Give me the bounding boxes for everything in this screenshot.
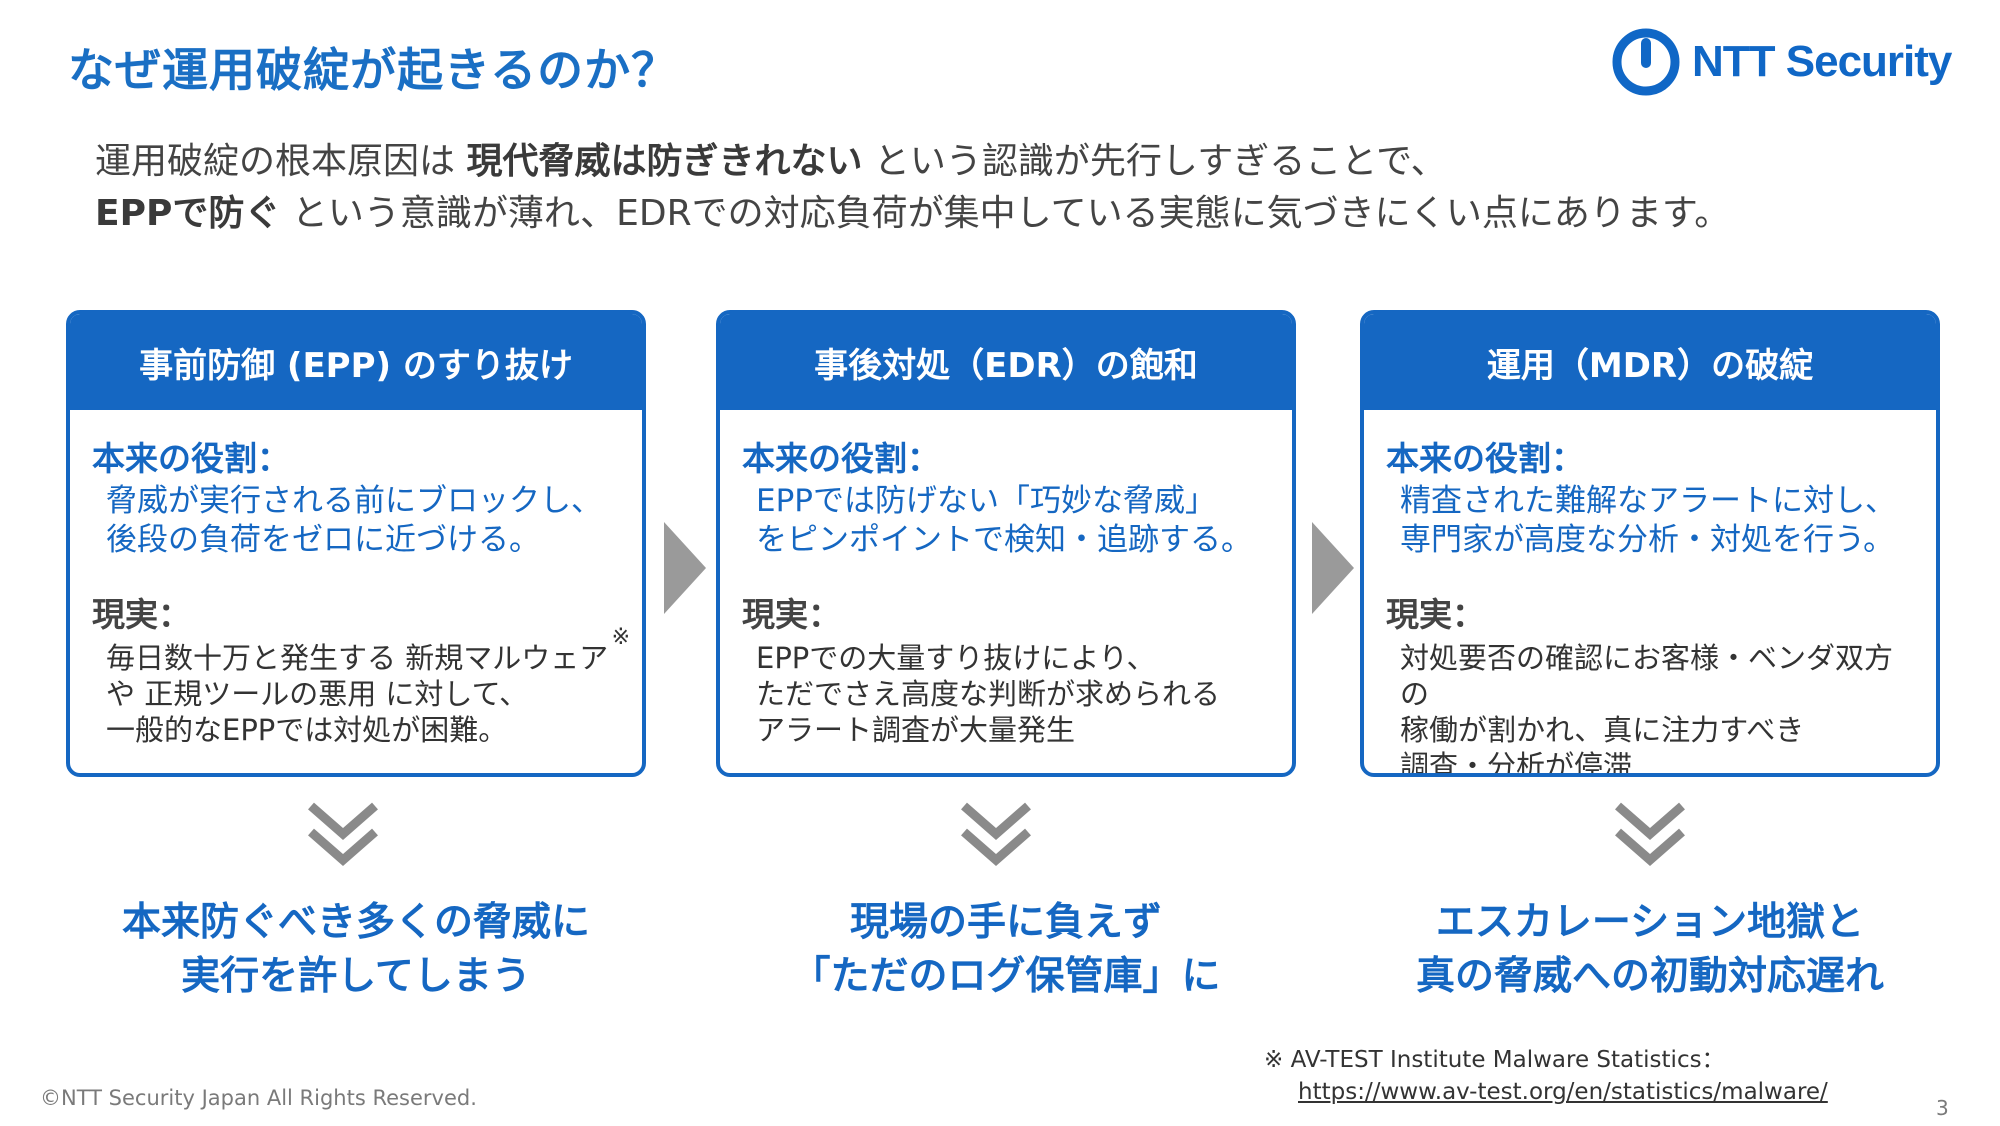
role-line: 精査された難解なアラートに対し、	[1400, 483, 1896, 519]
card-edr: 事後対処（EDR）の飽和 本来の役割： EPPでは防げない「巧妙な脅威」 をピン…	[716, 310, 1296, 777]
card-mdr: 運用（MDR）の破綻 本来の役割： 精査された難解なアラートに対し、 専門家が高…	[1360, 310, 1940, 777]
reality-line: 稼働が割かれ、真に注力すべき	[1400, 713, 1805, 747]
reality-line: 一般的なEPPでは対処が困難。	[106, 713, 508, 747]
reality-line: EPPでの大量すり抜けにより、	[756, 641, 1156, 675]
role-label: 本来の役割：	[1386, 439, 1584, 478]
reality-line: や 正規ツールの悪用 に対して、	[106, 677, 529, 711]
role-line: EPPでは防げない「巧妙な脅威」	[756, 483, 1216, 519]
intro-text: という認識が先行しすぎることで、	[862, 141, 1447, 182]
reality-label: 現実：	[742, 595, 841, 634]
role-text: 脅威が実行される前にブロックし、 後段の負荷をゼロに近づける。	[106, 482, 624, 560]
role-text: 精査された難解なアラートに対し、 専門家が高度な分析・対処を行う。	[1400, 482, 1918, 560]
card-header: 事前防御 (EPP) のすり抜け	[70, 314, 642, 410]
role-line: 専門家が高度な分析・対処を行う。	[1400, 522, 1895, 558]
result-line: 実行を許してしまう	[181, 954, 531, 999]
role-line: 後段の負荷をゼロに近づける。	[106, 522, 540, 558]
logo-text: NTT Security	[1692, 37, 1952, 86]
result-mdr: エスカレーション地獄と 真の脅威への初動対応遅れ	[1340, 896, 1960, 1004]
role-label: 本来の役割：	[92, 439, 290, 478]
reality-text: ※ 毎日数十万と発生する 新規マルウェア や 正規ツールの悪用 に対して、 一般…	[106, 625, 630, 748]
result-line: 現場の手に負えず	[849, 900, 1162, 945]
card-epp: 事前防御 (EPP) のすり抜け 本来の役割： 脅威が実行される前にブロックし、…	[66, 310, 646, 777]
ntt-security-logo: NTT Security	[1610, 24, 1980, 100]
intro-emphasis: 現代脅威は防ぎきれない	[466, 141, 863, 182]
result-line: 真の脅威への初動対応遅れ	[1415, 954, 1884, 999]
page-number: 3	[1936, 1096, 1949, 1120]
double-chevron-down-icon	[1615, 802, 1685, 866]
reality-text: EPPでの大量すり抜けにより、 ただでさえ高度な判断が求められる アラート調査が…	[756, 640, 1274, 748]
intro-text: という意識が薄れ、EDRでの対応負荷が集中している実態に気づきにくい点にあります…	[280, 193, 1731, 234]
arrow-right-icon	[664, 522, 706, 614]
result-line: 本来防ぐべき多くの脅威に	[121, 900, 590, 945]
copyright-text: ©NTT Security Japan All Rights Reserved.	[40, 1086, 477, 1110]
reality-text: 対処要否の確認にお客様・ベンダ双方の 稼働が割かれ、真に注力すべき 調査・分析が…	[1400, 640, 1918, 777]
role-line: をピンポイントで検知・追跡する。	[756, 522, 1252, 558]
result-epp: 本来防ぐべき多くの脅威に 実行を許してしまう	[46, 896, 666, 1004]
role-line: 脅威が実行される前にブロックし、	[106, 483, 602, 519]
reality-line: 対処要否の確認にお客様・ベンダ双方の	[1400, 641, 1894, 711]
card-header: 事後対処（EDR）の飽和	[720, 314, 1292, 410]
intro-line-1: 運用破綻の根本原因は 現代脅威は防ぎきれない という認識が先行しすぎることで、	[95, 136, 1975, 188]
intro-text: 運用破綻の根本原因は	[95, 141, 467, 182]
arrow-right-icon	[1312, 522, 1354, 614]
double-chevron-down-icon	[961, 802, 1031, 866]
role-label: 本来の役割：	[742, 439, 940, 478]
ntt-logo-icon	[1612, 28, 1680, 96]
reality-line: 調査・分析が停滞	[1400, 749, 1633, 777]
footnote-text: ※ AV-TEST Institute Malware Statistics：	[1264, 1047, 1725, 1073]
footnote-link[interactable]: https://www.av-test.org/en/statistics/ma…	[1298, 1079, 1828, 1105]
intro-line-2: EPPで防ぐ という意識が薄れ、EDRでの対応負荷が集中している実態に気づきにく…	[95, 188, 1975, 240]
footnote: ※ AV-TEST Institute Malware Statistics： …	[1264, 1044, 1828, 1108]
reality-label: 現実：	[92, 595, 191, 634]
result-line: 「ただのログ保管庫」に	[791, 954, 1221, 999]
double-chevron-down-icon	[308, 802, 378, 866]
reality-line: ただでさえ高度な判断が求められる	[756, 677, 1221, 711]
result-edr: 現場の手に負えず 「ただのログ保管庫」に	[696, 896, 1316, 1004]
intro-paragraph: 運用破綻の根本原因は 現代脅威は防ぎきれない という認識が先行しすぎることで、 …	[95, 136, 1975, 240]
footnote-mark: ※	[611, 625, 630, 650]
card-header: 運用（MDR）の破綻	[1364, 314, 1936, 410]
role-text: EPPでは防げない「巧妙な脅威」 をピンポイントで検知・追跡する。	[756, 482, 1274, 560]
slide-title: なぜ運用破綻が起きるのか？	[68, 43, 679, 97]
reality-line: 毎日数十万と発生する 新規マルウェア	[106, 641, 609, 675]
reality-label: 現実：	[1386, 595, 1485, 634]
intro-emphasis: EPPで防ぐ	[95, 193, 281, 234]
reality-line: アラート調査が大量発生	[756, 713, 1076, 747]
result-line: エスカレーション地獄と	[1435, 900, 1865, 945]
